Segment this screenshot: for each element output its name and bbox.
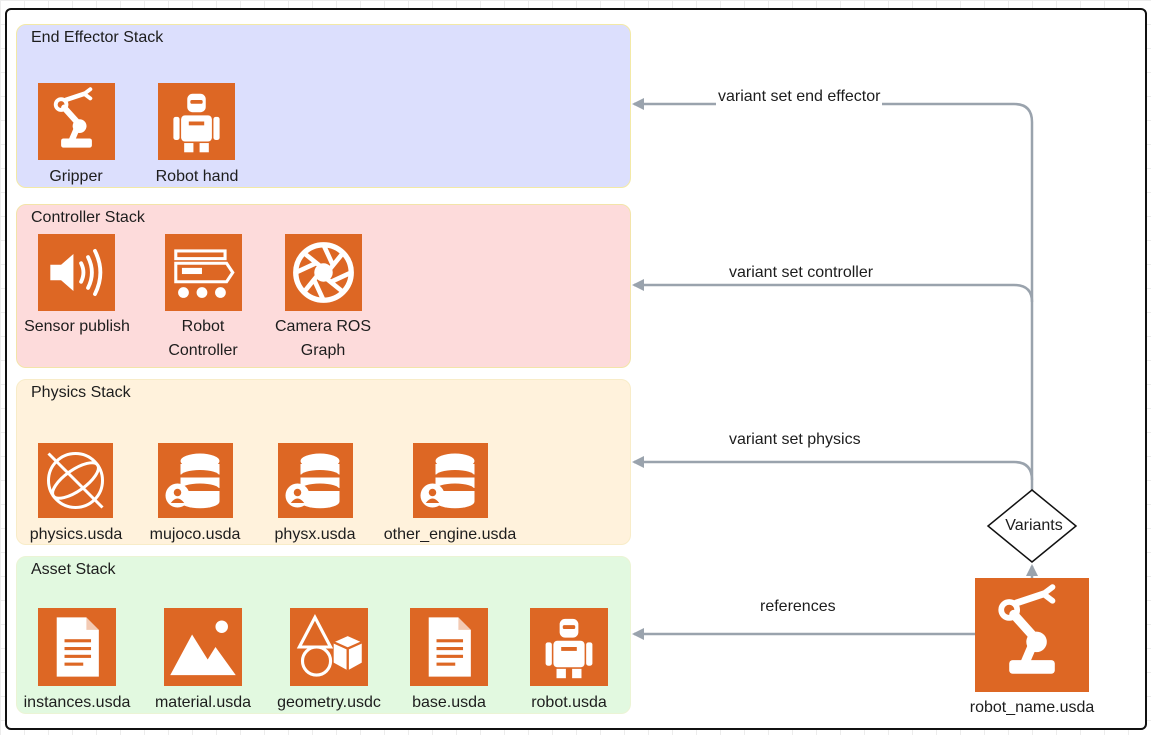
node-label: mujoco.usda bbox=[149, 526, 241, 543]
database-user-icon-glyph bbox=[420, 453, 475, 509]
node-label: instances.usda bbox=[23, 694, 131, 711]
edge-label-references: references bbox=[758, 598, 838, 616]
document-icon[interactable] bbox=[410, 608, 488, 686]
robot-arm-icon[interactable] bbox=[38, 83, 115, 160]
variants-diamond bbox=[986, 489, 1078, 563]
node-label: Robot hand bbox=[155, 168, 239, 185]
document-icon-glyph bbox=[428, 617, 471, 677]
humanoid-robot-icon[interactable] bbox=[158, 83, 235, 160]
document-icon-glyph bbox=[56, 617, 99, 677]
physics-sphere-icon[interactable] bbox=[38, 443, 113, 518]
document-icon[interactable] bbox=[38, 608, 116, 686]
rover-icon[interactable] bbox=[165, 234, 242, 311]
variants-label: Variants bbox=[1005, 517, 1063, 534]
stack-title: Asset Stack bbox=[31, 561, 116, 578]
speaker-icon-glyph bbox=[50, 249, 103, 296]
edge-label-controller: variant set controller bbox=[727, 264, 876, 282]
node-label: physics.usda bbox=[29, 526, 123, 543]
camera-aperture-icon[interactable] bbox=[285, 234, 362, 311]
database-user-icon[interactable] bbox=[278, 443, 353, 518]
label-line: Robot bbox=[181, 318, 225, 335]
node-label: Sensor publish bbox=[24, 318, 130, 335]
node-label: material.usda bbox=[154, 694, 252, 711]
node-label: geometry.usdc bbox=[277, 694, 381, 711]
humanoid-robot-icon[interactable] bbox=[530, 608, 608, 686]
edge-label-physics: variant set physics bbox=[727, 431, 863, 449]
image-icon-glyph bbox=[170, 620, 236, 676]
shapes-icon[interactable] bbox=[290, 608, 368, 686]
root-node-label: robot_name.usda bbox=[969, 699, 1095, 716]
label-line: Controller bbox=[168, 342, 238, 359]
database-user-icon-glyph bbox=[165, 453, 220, 509]
edge-end-effector bbox=[632, 98, 1034, 490]
node-label: Gripper bbox=[49, 168, 103, 185]
stack-title: End Effector Stack bbox=[31, 29, 164, 46]
rover-icon-glyph bbox=[174, 249, 235, 298]
node-label: other_engine.usda bbox=[383, 526, 517, 543]
database-user-icon[interactable] bbox=[158, 443, 233, 518]
stack-title: Controller Stack bbox=[31, 209, 145, 226]
robot-arm-icon[interactable] bbox=[975, 578, 1089, 692]
node-label: Camera ROS Graph bbox=[263, 315, 383, 363]
physics-sphere-icon-glyph bbox=[47, 452, 104, 509]
node-label: base.usda bbox=[412, 694, 486, 711]
edge-controller bbox=[632, 279, 1034, 303]
node-label: physx.usda bbox=[274, 526, 356, 543]
shapes-icon-glyph bbox=[296, 614, 363, 677]
edge-physics bbox=[632, 456, 1034, 481]
edge-label-end-effector: variant set end effector bbox=[716, 88, 883, 106]
speaker-icon[interactable] bbox=[38, 234, 115, 311]
camera-aperture-icon-glyph bbox=[293, 242, 354, 303]
label-line: Graph bbox=[300, 342, 346, 359]
humanoid-robot-icon-glyph bbox=[545, 618, 593, 679]
label-line: Camera ROS bbox=[274, 318, 372, 335]
end-effector-stack: End Effector Stack bbox=[16, 24, 631, 188]
node-label: Robot Controller bbox=[143, 315, 263, 363]
node-label: robot.usda bbox=[531, 694, 607, 711]
robot-arm-icon-glyph bbox=[998, 584, 1056, 674]
database-user-icon[interactable] bbox=[413, 443, 488, 518]
stack-title: Physics Stack bbox=[31, 384, 131, 401]
database-user-icon-glyph bbox=[285, 453, 340, 509]
robot-arm-icon-glyph bbox=[53, 87, 93, 148]
image-icon[interactable] bbox=[164, 608, 242, 686]
humanoid-robot-icon-glyph bbox=[173, 93, 220, 153]
